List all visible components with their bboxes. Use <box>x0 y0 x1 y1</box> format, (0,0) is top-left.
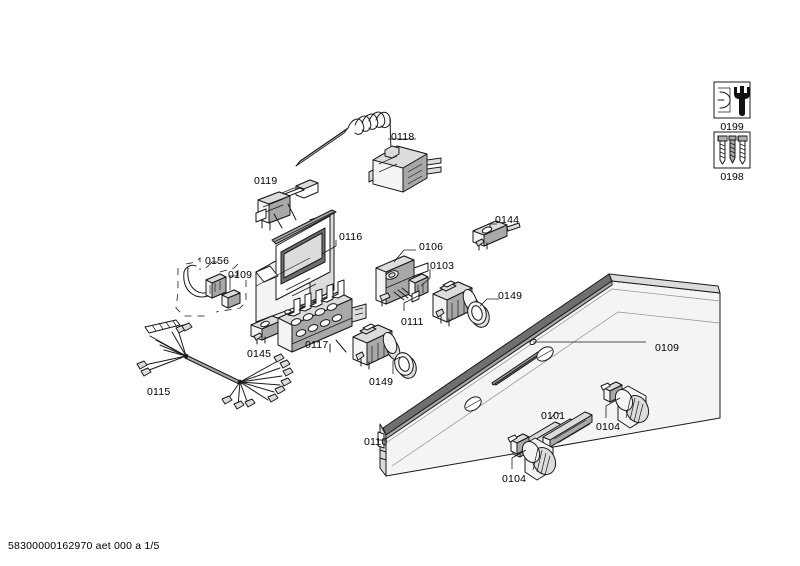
clip-c <box>542 411 593 448</box>
part-0119-retaining-clip <box>255 179 319 231</box>
part-label-0118: 0118 <box>391 131 415 143</box>
wrench-icon <box>734 86 750 116</box>
part-label-0110: 0110 <box>364 436 388 448</box>
part-0149-bezel-ring-lower <box>394 352 417 379</box>
part-label-0119: 0119 <box>254 175 278 187</box>
part-0103-indicator-lamp <box>408 273 429 303</box>
part-0111-rotary-switch-lower <box>352 323 401 370</box>
part-0115-wiring-harness <box>136 319 294 410</box>
part-0104-control-knob-upper <box>600 381 650 429</box>
part-label-0156: 0156 <box>205 255 230 267</box>
part-0118-thermostat <box>295 111 442 193</box>
part-0117-terminal-block <box>277 279 367 353</box>
part-0106-switch-bracket <box>375 255 429 307</box>
part-label-0101: 0101 <box>541 410 566 422</box>
capillary-coil <box>347 111 392 153</box>
legend-icon-0199 <box>713 81 751 119</box>
part-label-0104-lower: 0104 <box>502 473 527 485</box>
part-label-0145: 0145 <box>247 348 272 360</box>
part-0144-small-bracket <box>472 220 521 251</box>
part-0104-control-knob-lower <box>507 433 557 481</box>
part-0149-bezel-ring-upper <box>467 301 490 328</box>
part-label-0103: 0103 <box>430 260 455 272</box>
screw-icon-1 <box>717 135 728 165</box>
part-label-0149-upper: 0149 <box>498 290 523 302</box>
legend-caption-0198: 0198 <box>720 171 744 183</box>
part-label-0117: 0117 <box>305 339 329 351</box>
part-label-0149-lower: 0149 <box>369 376 394 388</box>
part-label-0116: 0116 <box>339 231 363 243</box>
part-label-0109-panel: 0109 <box>655 342 680 354</box>
legend-caption-0199: 0199 <box>720 121 744 133</box>
part-label-0115: 0115 <box>147 386 171 398</box>
optional-parts-group <box>175 257 247 317</box>
part-label-0144: 0144 <box>495 214 520 226</box>
sheet-footer-text: 58300000162970 aet 000 a 1/5 <box>8 540 160 552</box>
screw-icon-3 <box>737 135 748 165</box>
part-0110-control-panel <box>377 273 721 477</box>
legend-icon-0198 <box>713 131 751 169</box>
part-label-0111: 0111 <box>401 316 424 328</box>
leader-lines <box>205 138 646 469</box>
part-label-0109-optional: 0109 <box>228 269 253 281</box>
part-label-0104-upper: 0104 <box>596 421 621 433</box>
part-label-0106: 0106 <box>419 241 444 253</box>
screw-icon-2 <box>728 135 737 164</box>
